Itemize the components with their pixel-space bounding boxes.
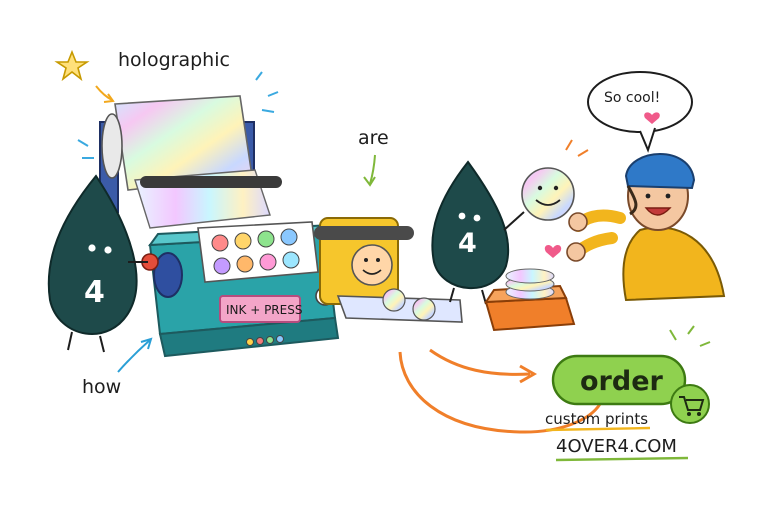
underline	[555, 456, 689, 462]
label-are: are	[358, 127, 389, 149]
order-button[interactable]: order	[551, 354, 687, 406]
press-panel-label: INK + PRESS	[226, 303, 302, 317]
press-panel	[219, 295, 301, 323]
sticker-box	[484, 268, 576, 332]
arrow-icon	[117, 339, 151, 373]
arrow-icon	[398, 351, 602, 434]
press-button	[256, 337, 264, 345]
heart-icon	[544, 245, 562, 258]
smiley-sticker-icon	[382, 288, 406, 312]
smiley-sticker-icon	[521, 167, 575, 221]
press-button	[276, 335, 284, 343]
underline	[545, 426, 651, 432]
happy-customer	[566, 153, 726, 302]
label-holographic: holographic	[118, 49, 230, 71]
ink-drop-mascot-2: 4	[431, 160, 575, 305]
order-button-label: order	[580, 366, 664, 397]
press-machine: INK + PRESS	[141, 221, 340, 358]
sparkle-lines	[565, 139, 589, 157]
cta-site-link[interactable]: 4OVER4.COM	[556, 436, 677, 457]
speech-text: So cool!	[604, 90, 660, 106]
label-how: how	[82, 376, 121, 398]
smiley-sticker-icon	[211, 228, 300, 275]
sparkle-lines	[669, 325, 711, 347]
sparkle-lines	[77, 71, 279, 159]
press-button	[246, 338, 254, 346]
holographic-roll	[99, 95, 282, 229]
arrow-icon	[429, 348, 531, 376]
star-icon	[54, 49, 90, 82]
smiley-sticker-icon	[412, 297, 436, 321]
press-button	[266, 336, 274, 344]
arrow-icon	[369, 154, 376, 185]
speech-bubble: So cool!	[587, 71, 693, 153]
heart-icon	[644, 112, 660, 124]
mascot-number: 4	[84, 275, 105, 310]
mascot-2-number: 4	[458, 228, 477, 259]
ink-drop-mascot: 4	[47, 174, 148, 353]
press-output	[314, 217, 463, 323]
cta-subtitle: custom prints	[545, 410, 648, 428]
cart-icon[interactable]	[670, 384, 710, 424]
smiley-sticker-icon	[351, 244, 393, 286]
beanie-hat	[624, 153, 696, 190]
